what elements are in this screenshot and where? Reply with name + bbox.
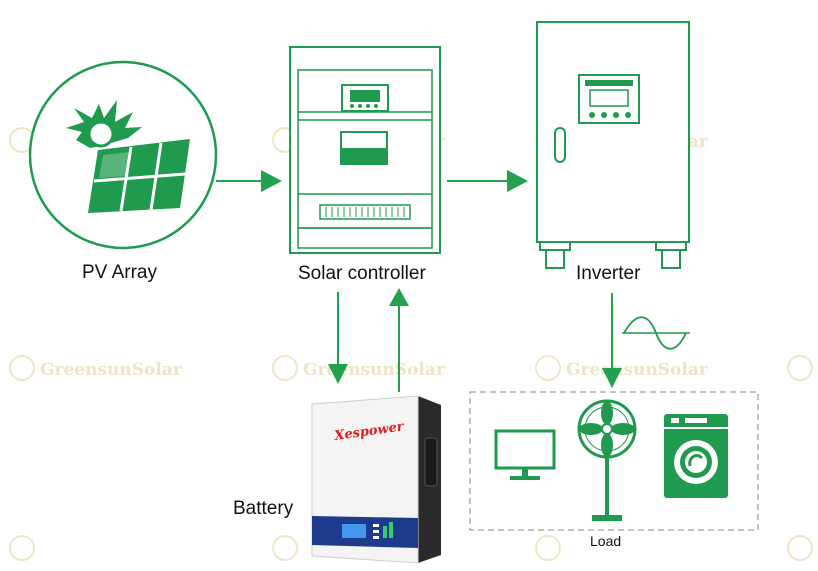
battery-node: Xespower [311, 395, 441, 564]
inverter-handle [554, 127, 566, 163]
controller-vent [319, 204, 411, 220]
load-label: Load [590, 533, 622, 549]
battery-label: Battery [233, 498, 294, 519]
inverter-node [536, 21, 690, 269]
arrow-pv-to-controller [216, 170, 282, 192]
solar-controller-node [289, 46, 441, 254]
inverter-feet [539, 241, 687, 269]
arrow-controller-to-inverter [447, 170, 528, 192]
washing-machine-icon [664, 414, 728, 498]
solar-panel-icon [88, 139, 190, 213]
sine-wave-icon [622, 316, 690, 350]
watermark-text: GreensunSolar [566, 360, 709, 380]
controller-display [341, 84, 389, 112]
inverter-label: Inverter [576, 263, 641, 284]
load-box [469, 391, 759, 531]
watermark-text: GreensunSolar [40, 360, 183, 380]
monitor-icon [494, 429, 556, 480]
arrow-controller-to-battery [328, 292, 348, 384]
load-node [469, 391, 759, 531]
inverter-cabinet [536, 21, 690, 243]
arrow-inverter-to-load [602, 293, 622, 388]
fan-icon [577, 399, 637, 521]
pv-array-label: PV Array [82, 262, 157, 283]
sun-icon [66, 100, 142, 148]
solar-controller-label: Solar controller [298, 263, 426, 284]
watermark-text: GreensunSolar [303, 360, 446, 380]
arrow-battery-to-controller [389, 288, 409, 392]
pv-array-node [28, 60, 218, 250]
controller-meter [340, 131, 388, 165]
inverter-display [578, 74, 640, 124]
